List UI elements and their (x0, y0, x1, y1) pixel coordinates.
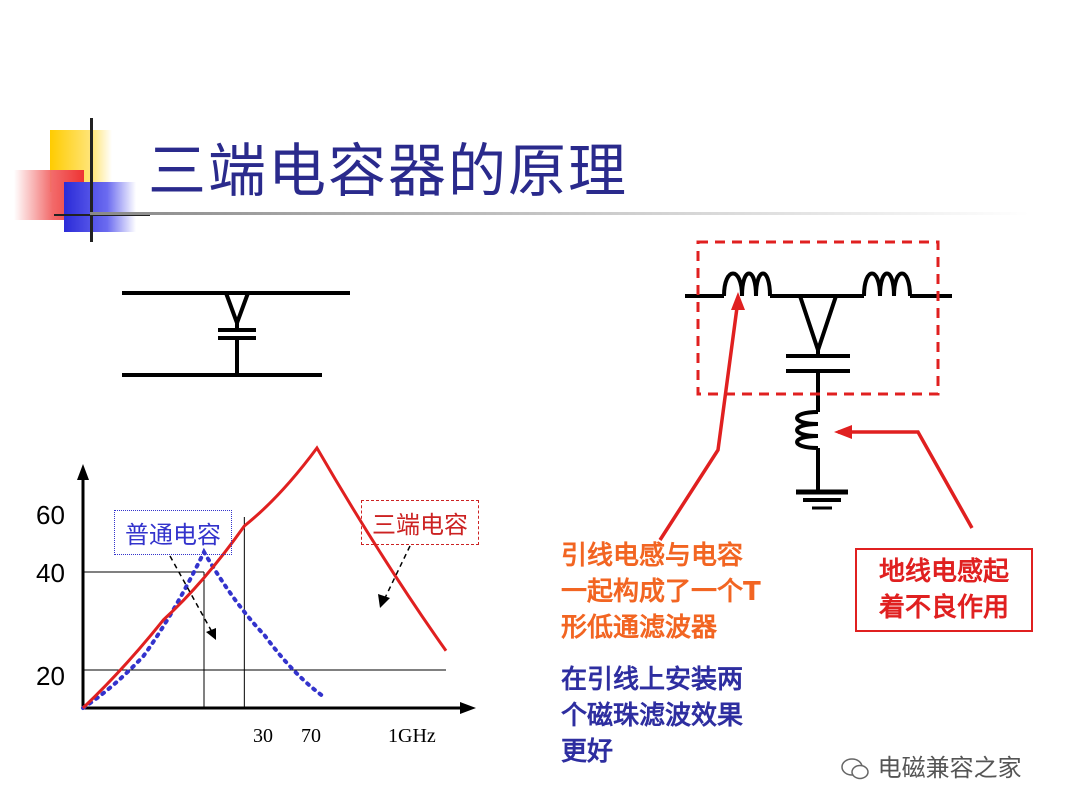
filter-dashed-box (696, 240, 940, 396)
horizontal-line (54, 214, 150, 216)
ground-inductance-note: 地线电感起 着不良作用 (855, 548, 1034, 632)
legend-leader-blue (169, 555, 213, 633)
lc-filter-note-line: 引线电感与电容 (561, 541, 744, 571)
arrow-head-ground (834, 425, 852, 439)
legend-box-普通电容: 普通电容 (114, 510, 232, 555)
bead-note-line: 更好 (561, 737, 614, 767)
t-filter-schematic (685, 271, 952, 510)
y-tick-label-60: 60 (36, 500, 65, 530)
x-tick-label-70: 70 (301, 725, 321, 747)
simple-capacitor-symbol (122, 291, 350, 377)
ground-inductor (795, 410, 819, 450)
legend-leader-blue-arrowhead (206, 628, 216, 640)
watermark: 电磁兼容之家 (840, 748, 1022, 783)
bead-note: 在引线上安装两 个磁珠滤波效果 更好 (561, 662, 743, 770)
x-tick-label-1ghz: 1GHz (388, 725, 436, 747)
x-tick-label-30: 30 (253, 725, 273, 747)
watermark-text: 电磁兼容之家 (877, 754, 1022, 782)
chart (77, 445, 476, 714)
y-tick-label-20: 20 (36, 661, 65, 691)
y-axis-arrow (77, 464, 89, 480)
y-tick-label-40: 40 (36, 558, 65, 588)
bead-note-line: 在引线上安装两 (561, 665, 744, 695)
lc-filter-note-line: 一起构成了一个T (561, 577, 761, 607)
arrow-head-inductor (731, 292, 745, 310)
lc-filter-note-line: 形低通滤波器 (561, 613, 718, 643)
left-inductor (722, 271, 772, 297)
series-line-普通电容 (81, 547, 327, 710)
right-inductor (862, 271, 912, 297)
title-decoration (0, 110, 160, 250)
title-underline (90, 212, 1030, 215)
series-line-三端电容 (81, 445, 448, 710)
wechat-icon (840, 757, 870, 781)
annotation-arrows (658, 299, 974, 541)
ground-note-line: 着不良作用 (879, 593, 1010, 623)
x-axis-arrow (460, 702, 476, 714)
blue-square (64, 182, 136, 232)
legend-leader-red-arrowhead (378, 594, 390, 608)
ground-note-line: 地线电感起 (879, 557, 1010, 587)
slide-title: 三端电容器的原理 (148, 137, 629, 205)
bead-note-line: 个磁珠滤波效果 (561, 701, 744, 731)
legend-box-三端电容: 三端电容 (361, 500, 479, 545)
vertical-line (90, 118, 93, 242)
lc-filter-note: 引线电感与电容 一起构成了一个T 形低通滤波器 (561, 538, 761, 646)
legend-leader-red (383, 545, 411, 601)
